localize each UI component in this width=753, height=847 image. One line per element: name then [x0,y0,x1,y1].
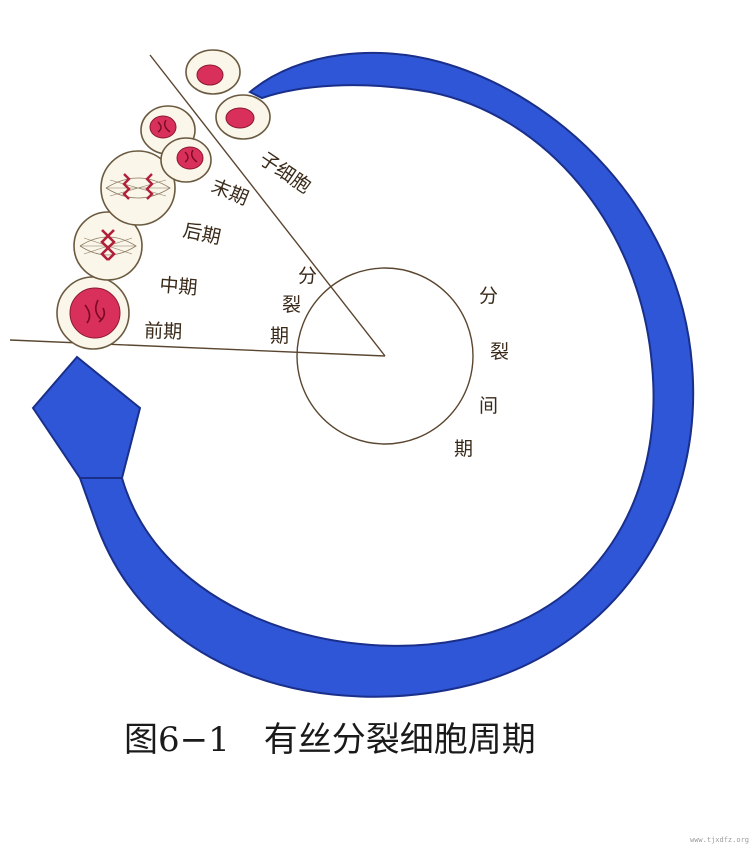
mitotic-phase-char-1: 分 [298,265,317,287]
label-metaphase: 中期 [159,274,199,299]
cell-sequence [56,49,271,350]
mitotic-phase-char-3: 期 [270,325,289,347]
figure-caption: 图6−1 有丝分裂细胞周期 [124,720,536,760]
interphase-char-3: 间 [479,395,498,417]
metaphase-cell [73,211,143,281]
telophase-cell [140,105,212,183]
anaphase-cell [100,150,176,226]
watermark-text: www.tjxdfz.org [690,836,749,844]
daughter-cell-lower [215,94,271,140]
prophase-cell [56,276,130,350]
interphase-char-4: 期 [454,438,473,460]
interphase-label: 分 裂 间 期 [454,285,509,460]
cycle-arrow [31,51,695,698]
label-anaphase: 后期 [181,219,223,248]
center-circle [296,267,474,445]
horizontal-divider-line [9,339,386,357]
label-telophase: 末期 [208,175,251,210]
label-prophase: 前期 [144,320,183,343]
cycle-arrow-body [78,51,695,698]
mitotic-phase-char-2: 裂 [282,294,301,316]
interphase-char-1: 分 [479,285,498,307]
label-daughter-cells: 子细胞 [255,148,315,198]
interphase-char-2: 裂 [490,341,509,363]
mitotic-phase-label: 分 裂 期 [270,265,317,347]
diagonal-divider-line [149,54,386,357]
daughter-cell-upper [185,49,241,95]
cycle-arrow-head [31,355,142,479]
